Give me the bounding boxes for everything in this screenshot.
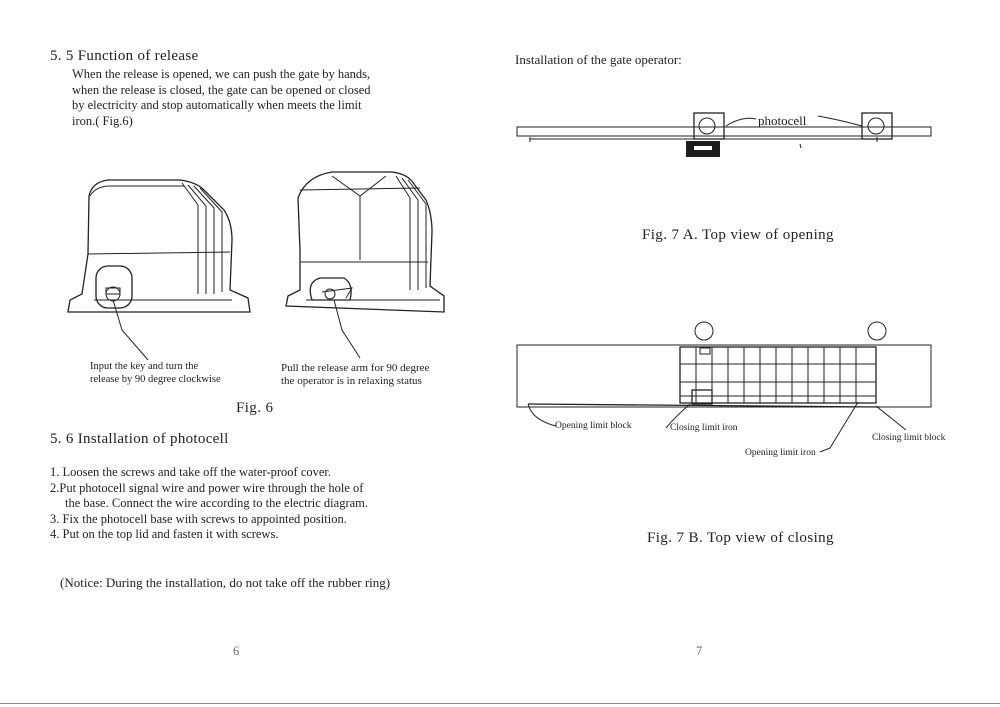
section-5-5-heading: 5. 5 Function of release	[50, 48, 199, 64]
step-line: 3. Fix the photocell base with screws to…	[50, 511, 347, 526]
step-line: 4. Put on the top lid and fasten it with…	[50, 527, 279, 541]
fig6-label-key: Input the key and turn the release by 90…	[90, 360, 221, 386]
closing-limit-block-label: Closing limit block	[872, 433, 946, 443]
fig6-label-release-arm: Pull the release arm for 90 degree the o…	[281, 362, 429, 388]
section-5-5-body: When the release is opened, we can push …	[72, 67, 452, 129]
label-line: release by 90 degree clockwise	[90, 374, 221, 385]
label-line: Pull the release arm for 90 degree	[281, 362, 430, 374]
label-line: Input the key and turn the	[90, 361, 199, 372]
gate-installation-title: Installation of the gate operator:	[515, 52, 682, 67]
opening-limit-iron-label: Opening limit iron	[745, 448, 816, 458]
body-line: iron.( Fig.6)	[72, 113, 133, 128]
closing-limit-iron-label: Closing limit iron	[670, 423, 738, 433]
body-line: when the release is closed, the gate can…	[72, 82, 371, 97]
fig7a-caption: Fig. 7 A. Top view of opening	[642, 227, 834, 243]
body-line: When the release is opened, we can push …	[72, 67, 371, 81]
section-5-6-heading: 5. 6 Installation of photocell	[50, 431, 229, 447]
opening-limit-block-label: Opening limit block	[555, 421, 632, 431]
photocell-label: photocell	[758, 113, 807, 128]
page-number-left: 6	[233, 644, 240, 658]
step-line: 1. Loosen the screws and take off the wa…	[50, 465, 332, 479]
bottom-rule	[0, 703, 1000, 704]
step-line: 2.Put photocell signal wire and power wi…	[50, 480, 364, 495]
fig6-caption: Fig. 6	[236, 400, 274, 416]
label-line: the operator is in relaxing status	[281, 375, 422, 387]
step-line: the base. Connect the wire according to …	[65, 496, 368, 510]
fig7b-caption: Fig. 7 B. Top view of closing	[647, 530, 834, 546]
operator-release-arm	[285, 171, 445, 359]
gate-bars	[695, 347, 857, 403]
installation-notice: (Notice: During the installation, do not…	[60, 575, 391, 590]
section-5-6-steps: 1. Loosen the screws and take off the wa…	[50, 465, 450, 543]
body-line: by electricity and stop automatically wh…	[72, 98, 362, 112]
operator-key-release	[67, 179, 251, 361]
page-number-right: 7	[696, 644, 703, 658]
